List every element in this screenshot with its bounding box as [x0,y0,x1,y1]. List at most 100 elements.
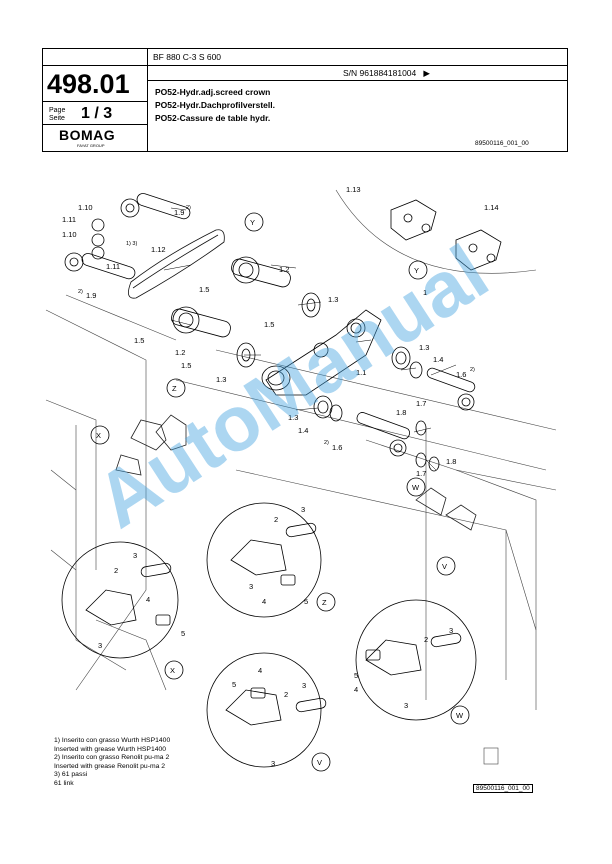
logo-subtitle: FAYAT GROUP [77,143,105,148]
svg-text:1.3: 1.3 [216,375,226,384]
svg-text:4: 4 [258,666,262,675]
svg-text:3: 3 [98,641,102,650]
svg-text:1.10: 1.10 [78,203,93,212]
svg-text:1.2: 1.2 [279,265,289,274]
svg-text:2: 2 [274,515,278,524]
divider [147,49,148,152]
svg-text:1.3: 1.3 [328,295,338,304]
svg-text:1.2: 1.2 [175,348,185,357]
leader-lines [163,207,457,471]
svg-text:5: 5 [232,680,236,689]
svg-text:3: 3 [302,681,306,690]
divider [43,65,568,66]
marker-w2 [450,705,470,725]
svg-text:1.14: 1.14 [484,203,499,212]
svg-text:3: 3 [301,505,305,514]
svg-text:5: 5 [354,671,358,680]
model-name: BF 880 C-3 S 600 [153,52,222,62]
svg-text:1.8: 1.8 [396,408,406,417]
svg-text:1.12: 1.12 [151,245,166,254]
marker-z [166,378,186,398]
divider [147,80,568,81]
svg-text:1.7: 1.7 [416,399,426,408]
chain-links-detail [390,199,502,271]
marker-y [244,212,264,232]
marker-x2 [164,660,184,680]
svg-text:1.5: 1.5 [181,361,191,370]
svg-text:4: 4 [146,595,150,604]
svg-text:3: 3 [271,759,275,768]
svg-text:V: V [442,562,447,571]
svg-text:5: 5 [181,629,185,638]
svg-text:1.4: 1.4 [433,355,443,364]
page-number: 498.01 [47,69,130,99]
svg-text:1.10: 1.10 [62,230,77,239]
svg-text:1.9: 1.9 [86,291,96,300]
svg-text:1.5: 1.5 [199,285,209,294]
marker-v2 [311,752,331,772]
marker-z2 [316,592,336,612]
svg-text:2): 2) [186,205,191,211]
svg-text:3: 3 [449,626,453,635]
title-block: PO52-Hydr.adj.screed crown PO52-Hydr.Dac… [155,86,275,125]
svg-text:2): 2) [470,367,475,373]
page-of: 1 / 3 [81,105,113,122]
svg-text:1) 3): 1) 3) [126,241,137,247]
svg-text:V: V [317,758,322,767]
title-fr: PO52-Cassure de table hydr. [155,113,271,123]
marker-w [406,477,426,497]
svg-text:X: X [96,431,101,440]
lever-arms [115,414,477,531]
serial-number: S/N 961884181004 ▶ [343,68,430,78]
svg-text:3: 3 [133,551,137,560]
svg-text:1.13: 1.13 [346,185,361,194]
marker-y2 [408,260,428,280]
svg-text:2: 2 [284,690,288,699]
svg-text:1.11: 1.11 [106,262,120,271]
section-markers [90,212,470,772]
marker-v [436,556,456,576]
title-en: PO52-Hydr.adj.screed crown [155,87,271,97]
central-bracket [261,309,423,422]
callout-labels: 1.10 1.11 1.10 1.11 1.9 2) 1.9 2) 1.12 1… [62,185,499,768]
svg-text:2: 2 [114,566,118,575]
svg-text:3: 3 [249,582,253,591]
svg-text:2): 2) [78,289,83,295]
svg-text:1: 1 [423,288,427,297]
svg-text:1.11: 1.11 [62,215,76,224]
arrow-right-icon: ▶ [423,68,430,78]
svg-text:Z: Z [322,598,327,607]
svg-text:3: 3 [404,701,408,710]
svg-text:1.9: 1.9 [174,208,184,217]
svg-text:1.6: 1.6 [456,370,466,379]
svg-text:W: W [412,483,420,492]
svg-text:W: W [456,711,464,720]
detail-parts [85,522,462,726]
svg-text:4: 4 [354,685,358,694]
svg-text:1.3: 1.3 [288,413,298,422]
divider [43,101,147,102]
svg-text:2: 2 [424,635,428,644]
marker-x [90,425,110,445]
title-de: PO52-Hydr.Dachprofilverstell. [155,100,275,110]
svg-text:4: 4 [262,597,266,606]
frame-lines [45,189,557,765]
chain [128,229,225,299]
svg-text:Z: Z [172,384,177,393]
svg-text:X: X [170,666,175,675]
svg-text:1.7: 1.7 [416,469,426,478]
shafts-and-sprockets [64,193,321,368]
svg-text:1.1: 1.1 [356,368,366,377]
drawing-code: 89500116_001_00 [475,140,529,147]
svg-text:5: 5 [304,597,308,606]
svg-text:1.3: 1.3 [419,343,429,352]
bomag-logo: BOMAG [59,127,116,143]
svg-text:Y: Y [414,266,419,275]
exploded-parts-drawing: 1.10 1.11 1.10 1.11 1.9 2) 1.9 2) 1.12 1… [45,185,557,772]
svg-text:1.6: 1.6 [332,443,342,452]
divider [43,124,147,125]
svg-text:2): 2) [324,440,329,446]
svg-text:1.4: 1.4 [298,426,308,435]
